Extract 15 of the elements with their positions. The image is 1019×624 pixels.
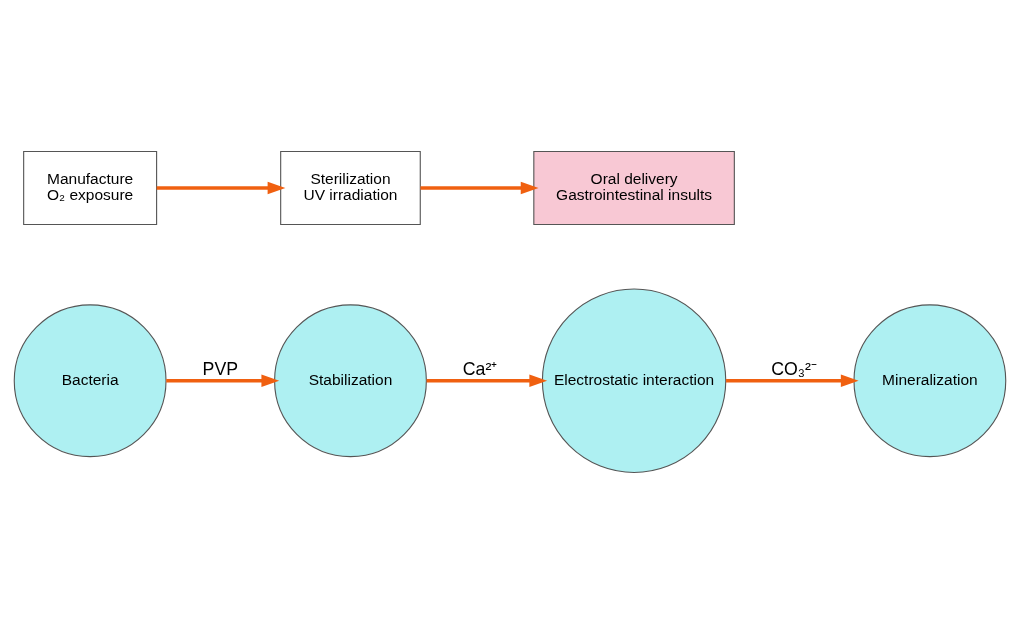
node-box: Oral delivery Gastrointestinal insults	[532, 150, 735, 226]
arrow	[426, 374, 547, 387]
arrow	[165, 374, 279, 387]
arrow	[156, 181, 285, 195]
edge-label: CO₃²⁻	[770, 358, 817, 379]
node-circle: Stabilization	[273, 304, 427, 458]
node-box: Sterilization UV irradiation	[279, 150, 421, 226]
node-circle: Bacteria	[13, 304, 167, 458]
edge-label: PVP	[202, 358, 238, 379]
arrow	[725, 374, 859, 387]
edge-label: Ca²⁺	[462, 358, 497, 379]
arrow	[419, 181, 538, 195]
node-circle: Mineralization	[852, 304, 1006, 458]
node-box: Manufacture O₂ exposure	[22, 150, 157, 226]
node-circle: Electrostatic interaction	[541, 288, 726, 473]
